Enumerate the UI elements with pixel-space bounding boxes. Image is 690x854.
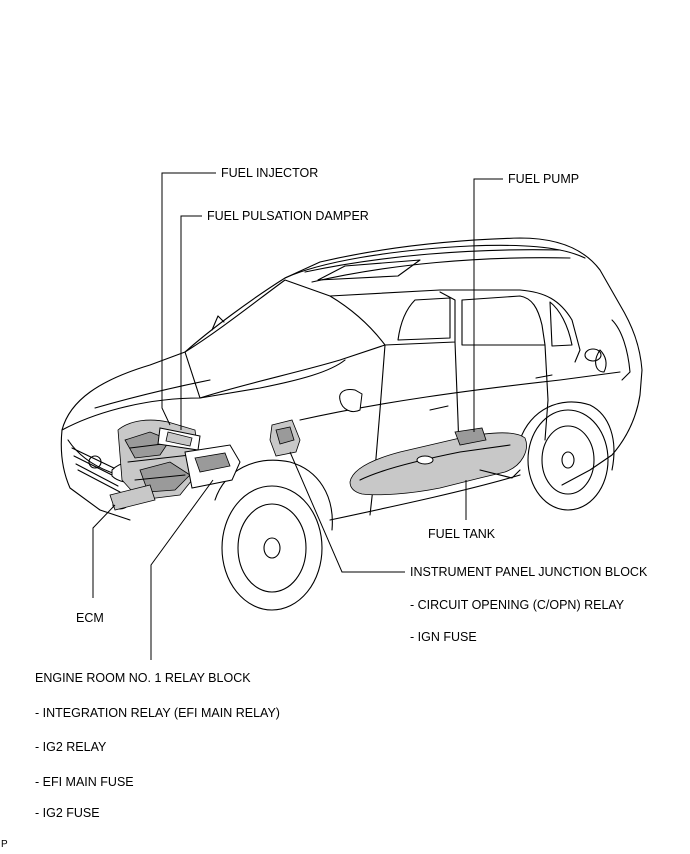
leader-lines	[92, 172, 503, 660]
fuel-tank-illustration	[349, 427, 527, 496]
junction-block-illustration	[269, 419, 301, 457]
label-engine-room-relay-block: ENGINE ROOM NO. 1 RELAY BLOCK	[35, 671, 251, 685]
label-ecm: ECM	[76, 611, 104, 625]
label-instrument-panel-junction-block: INSTRUMENT PANEL JUNCTION BLOCK	[410, 565, 648, 579]
label-fuel-injector: FUEL INJECTOR	[221, 166, 319, 180]
vehicle-illustration	[60, 237, 643, 611]
label-fuel-tank: FUEL TANK	[428, 527, 496, 541]
label-ign-fuse: - IGN FUSE	[410, 630, 477, 644]
label-fuel-pulsation-damper: FUEL PULSATION DAMPER	[207, 209, 369, 223]
label-ig2-relay: - IG2 RELAY	[35, 740, 107, 754]
label-fuel-pump: FUEL PUMP	[508, 172, 580, 186]
label-efi-main-fuse: - EFI MAIN FUSE	[35, 775, 134, 789]
engine-compartment	[109, 419, 241, 511]
label-ig2-fuse: - IG2 FUSE	[35, 806, 100, 820]
corner-mark: P	[1, 839, 8, 850]
label-integration-relay: - INTEGRATION RELAY (EFI MAIN RELAY)	[35, 706, 280, 720]
label-circuit-opening-relay: - CIRCUIT OPENING (C/OPN) RELAY	[410, 598, 625, 612]
